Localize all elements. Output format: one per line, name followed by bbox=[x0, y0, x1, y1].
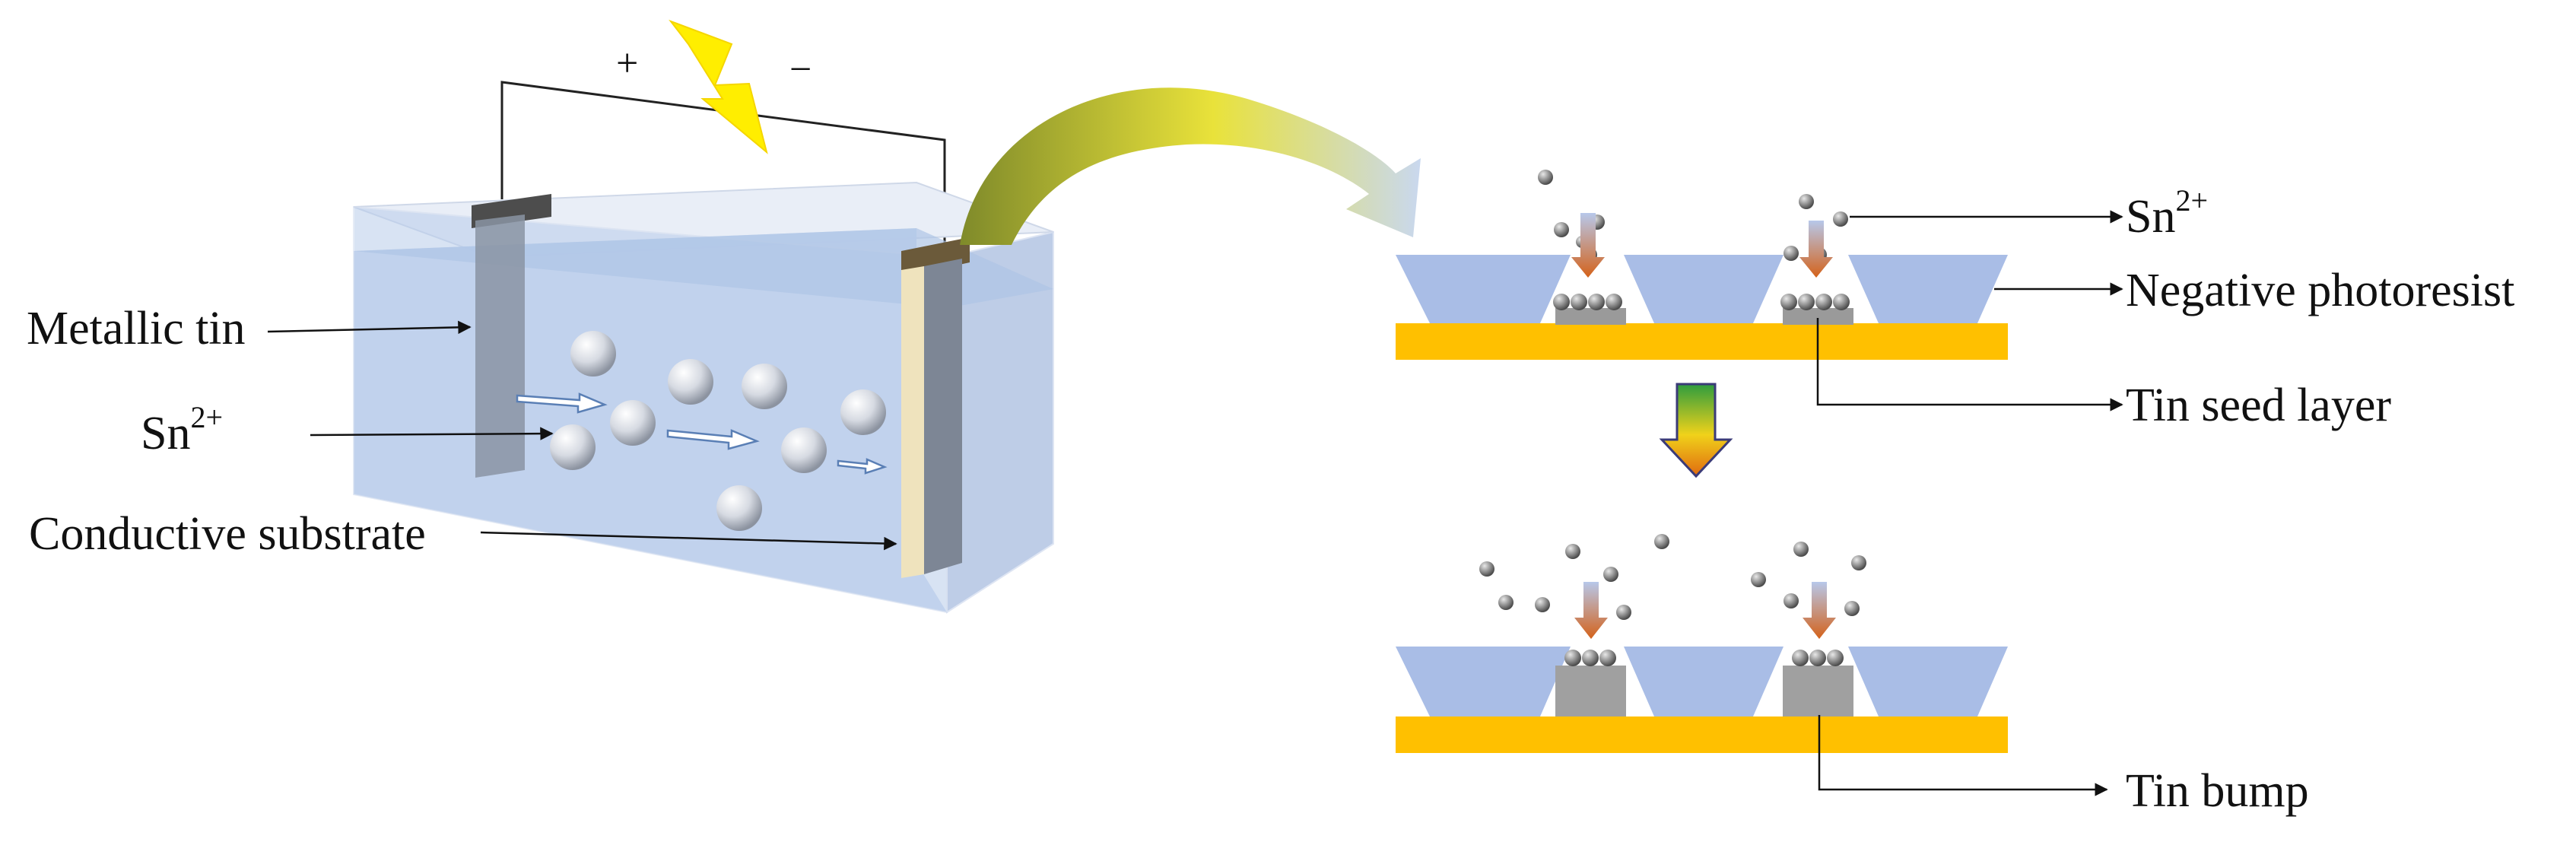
tin-dot bbox=[1535, 597, 1550, 612]
anode-plate bbox=[475, 214, 525, 478]
ion bbox=[840, 389, 886, 435]
ion bbox=[570, 331, 616, 377]
migration-arrows bbox=[516, 392, 888, 475]
photoresist-block bbox=[1848, 647, 2008, 716]
photoresist-block bbox=[1396, 647, 1571, 716]
tin-dot bbox=[1780, 294, 1797, 310]
negative-photoresist-label: Negative photoresist bbox=[2126, 265, 2514, 316]
tin-dot bbox=[1654, 534, 1669, 549]
substrate-layer bbox=[1396, 716, 2008, 753]
tin-dot bbox=[1588, 294, 1605, 310]
tin-dot bbox=[1792, 650, 1809, 666]
arrow-icon bbox=[666, 429, 760, 450]
lightning-bolt-icon bbox=[669, 19, 768, 154]
deposit-arrow-icon bbox=[1574, 582, 1608, 639]
transition-down-arrow-icon bbox=[1659, 383, 1733, 478]
photoresist-block bbox=[1848, 255, 2008, 323]
stage-before-deposition: Sn2+ Negative photoresist Tin seed layer bbox=[1396, 170, 2514, 431]
ion bbox=[610, 400, 656, 446]
plus-sign: + bbox=[616, 42, 638, 85]
ion bbox=[550, 424, 596, 470]
tin-dot bbox=[1538, 170, 1553, 185]
tin-dot bbox=[1565, 544, 1580, 559]
tin-bump-label: Tin bump bbox=[2126, 765, 2309, 817]
conductive-substrate-leader bbox=[480, 531, 897, 551]
liquid-surface bbox=[354, 228, 1053, 308]
minus-sign: − bbox=[789, 48, 812, 91]
stage-after-deposition: Tin bump bbox=[1396, 534, 2309, 817]
tin-bump bbox=[1555, 666, 1626, 716]
tin-dot bbox=[1751, 572, 1766, 587]
tin-ions bbox=[550, 331, 886, 531]
ion bbox=[742, 364, 787, 409]
tin-dot bbox=[1798, 294, 1815, 310]
tin-dot bbox=[1599, 650, 1616, 666]
tin-bump-leader bbox=[1818, 715, 2108, 796]
tin-seed-layer-leader bbox=[1816, 318, 2123, 411]
tin-dot bbox=[1784, 246, 1799, 261]
arrow-icon bbox=[837, 458, 888, 475]
tin-dot bbox=[1553, 294, 1570, 310]
tin-dot bbox=[1603, 567, 1618, 582]
tin-dot bbox=[1784, 593, 1799, 608]
ion bbox=[781, 427, 827, 473]
tin-dot bbox=[1851, 555, 1866, 570]
tin-dot bbox=[1616, 605, 1631, 620]
tin-dot bbox=[1571, 294, 1587, 310]
sn-ion-label-right: Sn2+ bbox=[2126, 183, 2208, 243]
substrate-layer bbox=[1396, 323, 2008, 360]
process-curve-arrow bbox=[960, 87, 1421, 245]
cathode-plate-side bbox=[924, 259, 962, 574]
falling-ions bbox=[1479, 534, 1866, 620]
cathode-plate bbox=[901, 266, 924, 578]
sn-ion-label-left: Sn2+ bbox=[141, 400, 223, 459]
ion bbox=[716, 485, 762, 531]
tin-dot bbox=[1833, 294, 1850, 310]
tin-dot bbox=[1844, 601, 1860, 616]
sn-ion-leader-left bbox=[310, 427, 554, 440]
arrow-icon bbox=[516, 392, 608, 414]
conductive-substrate-label: Conductive substrate bbox=[29, 508, 426, 560]
tin-dot bbox=[1582, 650, 1599, 666]
tin-dot bbox=[1554, 222, 1569, 237]
deposit-arrow-icon bbox=[1571, 213, 1605, 278]
metallic-tin-label: Metallic tin bbox=[27, 303, 246, 354]
tin-dot bbox=[1498, 595, 1514, 610]
tin-dot bbox=[1799, 194, 1814, 209]
photoresist-block bbox=[1624, 647, 1784, 716]
tin-dot bbox=[1809, 650, 1826, 666]
electrolytic-cell: + − bbox=[27, 19, 1054, 614]
tin-dot bbox=[1793, 542, 1809, 557]
bump-dots bbox=[1564, 650, 1844, 666]
photoresist-block bbox=[1396, 255, 1571, 323]
photoresist-block bbox=[1624, 255, 1784, 323]
tin-bump bbox=[1783, 666, 1853, 716]
tin-dot bbox=[1606, 294, 1622, 310]
ion bbox=[668, 359, 713, 405]
tin-seed-pad bbox=[1555, 308, 1626, 325]
tin-dot bbox=[1564, 650, 1581, 666]
tin-seed-pad bbox=[1783, 308, 1853, 325]
tin-dot bbox=[1479, 561, 1494, 577]
tin-dot bbox=[1833, 211, 1848, 227]
tin-dot bbox=[1815, 294, 1832, 310]
seed-dots bbox=[1553, 294, 1850, 310]
deposit-arrow-icon bbox=[1799, 221, 1833, 278]
tin-seed-layer-label: Tin seed layer bbox=[2126, 380, 2391, 431]
metallic-tin-leader bbox=[267, 320, 472, 335]
tin-dot bbox=[1827, 650, 1844, 666]
deposit-arrow-icon bbox=[1803, 582, 1836, 639]
